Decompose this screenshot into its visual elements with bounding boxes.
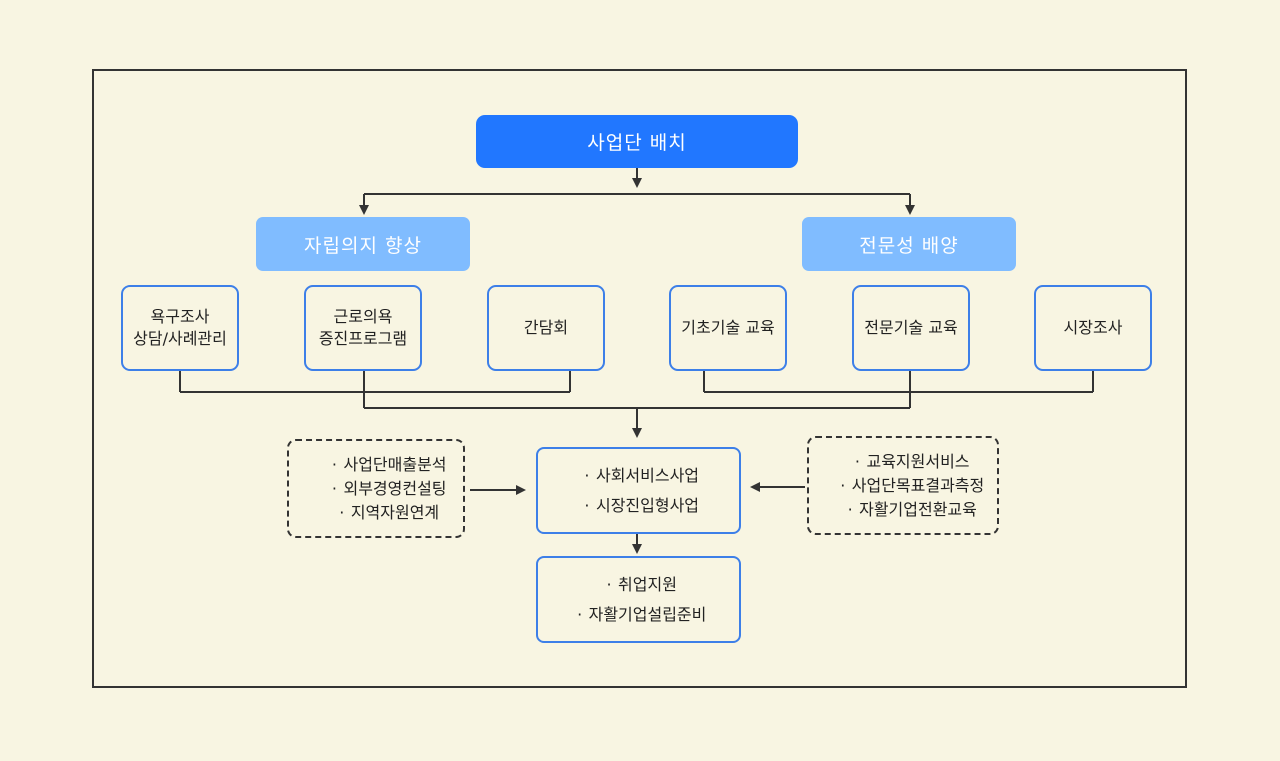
list-item: ·자활기업설립준비	[577, 604, 707, 624]
list-item: ·사회서비스사업	[584, 465, 700, 485]
diagram-frame	[92, 69, 1187, 688]
category-node-right: 전문성 배양	[802, 217, 1016, 271]
list-item: ·지역자원연계	[339, 502, 440, 522]
list-item: ·사업단목표결과측정	[840, 475, 985, 495]
leaf-node-2: 근로의욕 증진프로그램	[304, 285, 422, 371]
list-item: ·시장진입형사업	[584, 495, 700, 515]
list-item: ·교육지원서비스	[854, 451, 970, 471]
center-node: ·사회서비스사업 ·시장진입형사업	[536, 447, 741, 534]
leaf-node-1: 욕구조사 상담/사례관리	[121, 285, 239, 371]
list-item: ·사업단매출분석	[331, 454, 447, 474]
left-support-box: ·사업단매출분석 ·외부경영컨설팅 ·지역자원연계	[287, 439, 465, 538]
list-item: ·취업지원	[606, 574, 677, 594]
leaf-node-6: 시장조사	[1034, 285, 1152, 371]
list-item: ·자활기업전환교육	[847, 499, 977, 519]
leaf-node-5: 전문기술 교육	[852, 285, 970, 371]
bottom-node: ·취업지원 ·자활기업설립준비	[536, 556, 741, 643]
top-node: 사업단 배치	[476, 115, 798, 168]
category-node-left: 자립의지 향상	[256, 217, 470, 271]
right-support-box: ·교육지원서비스 ·사업단목표결과측정 ·자활기업전환교육	[807, 436, 999, 535]
leaf-node-4: 기초기술 교육	[669, 285, 787, 371]
list-item: ·외부경영컨설팅	[331, 478, 447, 498]
leaf-node-3: 간담회	[487, 285, 605, 371]
